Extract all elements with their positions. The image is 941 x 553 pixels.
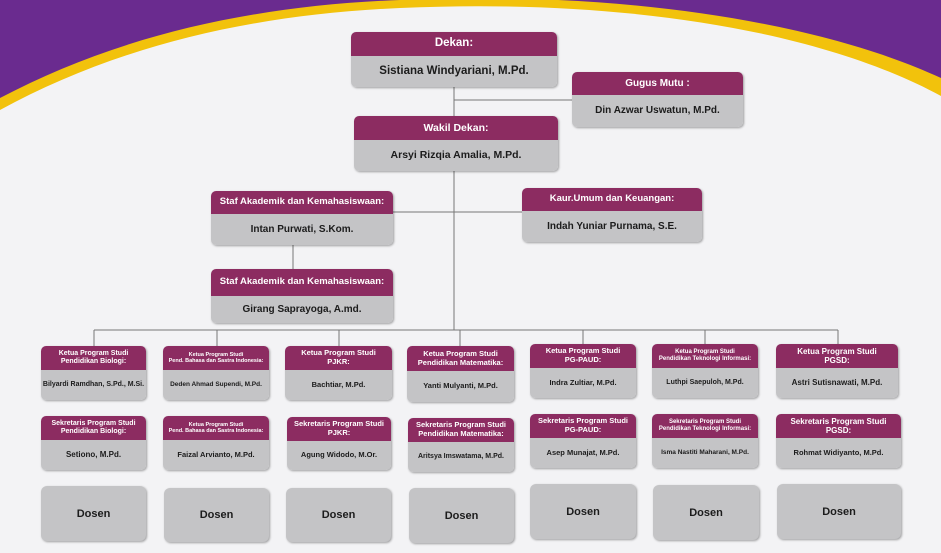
kaur-umum-name: Indah Yuniar Purnama, S.E. [522,211,702,242]
ketua-prodi-name: Astri Sutisnawati, M.Pd. [776,368,898,398]
kaur-umum-box: Kaur.Umum dan Keuangan: Indah Yuniar Pur… [522,188,702,242]
ketua-prodi-title: Ketua Program Studi PJKR: [285,346,392,370]
staf-akademik-1-name: Intan Purwati, S.Kom. [211,214,393,245]
sekretaris-prodi-box: Sekretaris Program Studi Pendidikan Tekn… [652,414,758,468]
dekan-box: Dekan: Sistiana Windyariani, M.Pd. [351,32,557,87]
staf-akademik-1-title: Staf Akademik dan Kemahasiswaan: [211,191,393,214]
ketua-prodi-box: Ketua Program Studi Pend. Bahasa dan Sas… [163,346,269,400]
ketua-prodi-title: Ketua Program Studi Pendidikan Matematik… [407,346,514,371]
staf-akademik-2-name: Girang Saprayoga, A.md. [211,296,393,323]
ketua-prodi-box: Ketua Program Studi Pendidikan Biologi: … [41,346,146,400]
dosen-box: Dosen [777,484,901,539]
dosen-box: Dosen [530,484,636,539]
ketua-prodi-title: Ketua Program Studi Pendidikan Biologi: [41,346,146,370]
sekretaris-prodi-name: Isma Nastiti Maharani, M.Pd. [652,438,758,468]
sekretaris-prodi-title: Sekretaris Program Studi Pendidikan Biol… [41,416,146,440]
gugus-mutu-title: Gugus Mutu : [572,72,743,95]
sekretaris-prodi-name: Faizal Arvianto, M.Pd. [163,440,269,470]
ketua-prodi-name: Yanti Mulyanti, M.Pd. [407,371,514,402]
dekan-title: Dekan: [351,32,557,56]
sekretaris-prodi-name: Setiono, M.Pd. [41,440,146,470]
sekretaris-prodi-box: Sekretaris Program Studi Pendidikan Biol… [41,416,146,470]
ketua-prodi-name: Bachtiar, M.Pd. [285,370,392,400]
sekretaris-prodi-box: Sekretaris Program Studi PJKR: Agung Wid… [287,417,391,470]
staf-akademik-1-box: Staf Akademik dan Kemahasiswaan: Intan P… [211,191,393,245]
gugus-mutu-name: Din Azwar Uswatun, M.Pd. [572,95,743,127]
sekretaris-prodi-title: Sekretaris Program Studi Pendidikan Tekn… [652,414,758,438]
sekretaris-prodi-name: Agung Widodo, M.Or. [287,441,391,470]
ketua-prodi-name: Luthpi Saepuloh, M.Pd. [652,368,758,398]
sekretaris-prodi-name: Rohmat Widiyanto, M.Pd. [776,438,901,468]
wakil-dekan-name: Arsyi Rizqia Amalia, M.Pd. [354,140,558,171]
dosen-box: Dosen [653,485,759,540]
ketua-prodi-box: Ketua Program Studi PGSD: Astri Sutisnaw… [776,344,898,398]
ketua-prodi-title: Ketua Program Studi PG-PAUD: [530,344,636,368]
ketua-prodi-title: Ketua Program Studi Pendidikan Teknologi… [652,344,758,368]
wakil-dekan-box: Wakil Dekan: Arsyi Rizqia Amalia, M.Pd. [354,116,558,171]
ketua-prodi-box: Ketua Program Studi Pendidikan Teknologi… [652,344,758,398]
gugus-mutu-box: Gugus Mutu : Din Azwar Uswatun, M.Pd. [572,72,743,127]
sekretaris-prodi-name: Asep Munajat, M.Pd. [530,438,636,468]
sekretaris-prodi-title: Sekretaris Program Studi Pendidikan Mate… [408,418,514,442]
ketua-prodi-name: Indra Zultiar, M.Pd. [530,368,636,398]
sekretaris-prodi-box: Ketua Program Studi Pend. Bahasa dan Sas… [163,416,269,470]
dosen-box: Dosen [286,488,391,542]
ketua-prodi-name: Bilyardi Ramdhan, S.Pd., M.Si. [41,370,146,400]
dosen-box: Dosen [409,488,514,543]
sekretaris-prodi-title: Sekretaris Program Studi PGSD: [776,414,901,438]
sekretaris-prodi-title: Sekretaris Program Studi PG-PAUD: [530,414,636,438]
ketua-prodi-name: Deden Ahmad Supendi, M.Pd. [163,370,269,400]
ketua-prodi-box: Ketua Program Studi PJKR: Bachtiar, M.Pd… [285,346,392,400]
dosen-box: Dosen [164,488,269,542]
staf-akademik-2-title: Staf Akademik dan Kemahasiswaan: [211,269,393,296]
ketua-prodi-box: Ketua Program Studi PG-PAUD: Indra Zulti… [530,344,636,398]
sekretaris-prodi-title: Sekretaris Program Studi PJKR: [287,417,391,441]
ketua-prodi-box: Ketua Program Studi Pendidikan Matematik… [407,346,514,402]
purple-band [0,0,941,98]
sekretaris-prodi-title: Ketua Program Studi Pend. Bahasa dan Sas… [163,416,269,440]
dekan-name: Sistiana Windyariani, M.Pd. [351,56,557,87]
ketua-prodi-title: Ketua Program Studi Pend. Bahasa dan Sas… [163,346,269,370]
sekretaris-prodi-box: Sekretaris Program Studi Pendidikan Mate… [408,418,514,472]
ketua-prodi-title: Ketua Program Studi PGSD: [776,344,898,368]
sekretaris-prodi-box: Sekretaris Program Studi PGSD: Rohmat Wi… [776,414,901,468]
dosen-box: Dosen [41,486,146,541]
sekretaris-prodi-name: Aritsya Imswatama, M.Pd. [408,442,514,472]
staf-akademik-2-box: Staf Akademik dan Kemahasiswaan: Girang … [211,269,393,323]
sekretaris-prodi-box: Sekretaris Program Studi PG-PAUD: Asep M… [530,414,636,468]
wakil-dekan-title: Wakil Dekan: [354,116,558,140]
kaur-umum-title: Kaur.Umum dan Keuangan: [522,188,702,211]
